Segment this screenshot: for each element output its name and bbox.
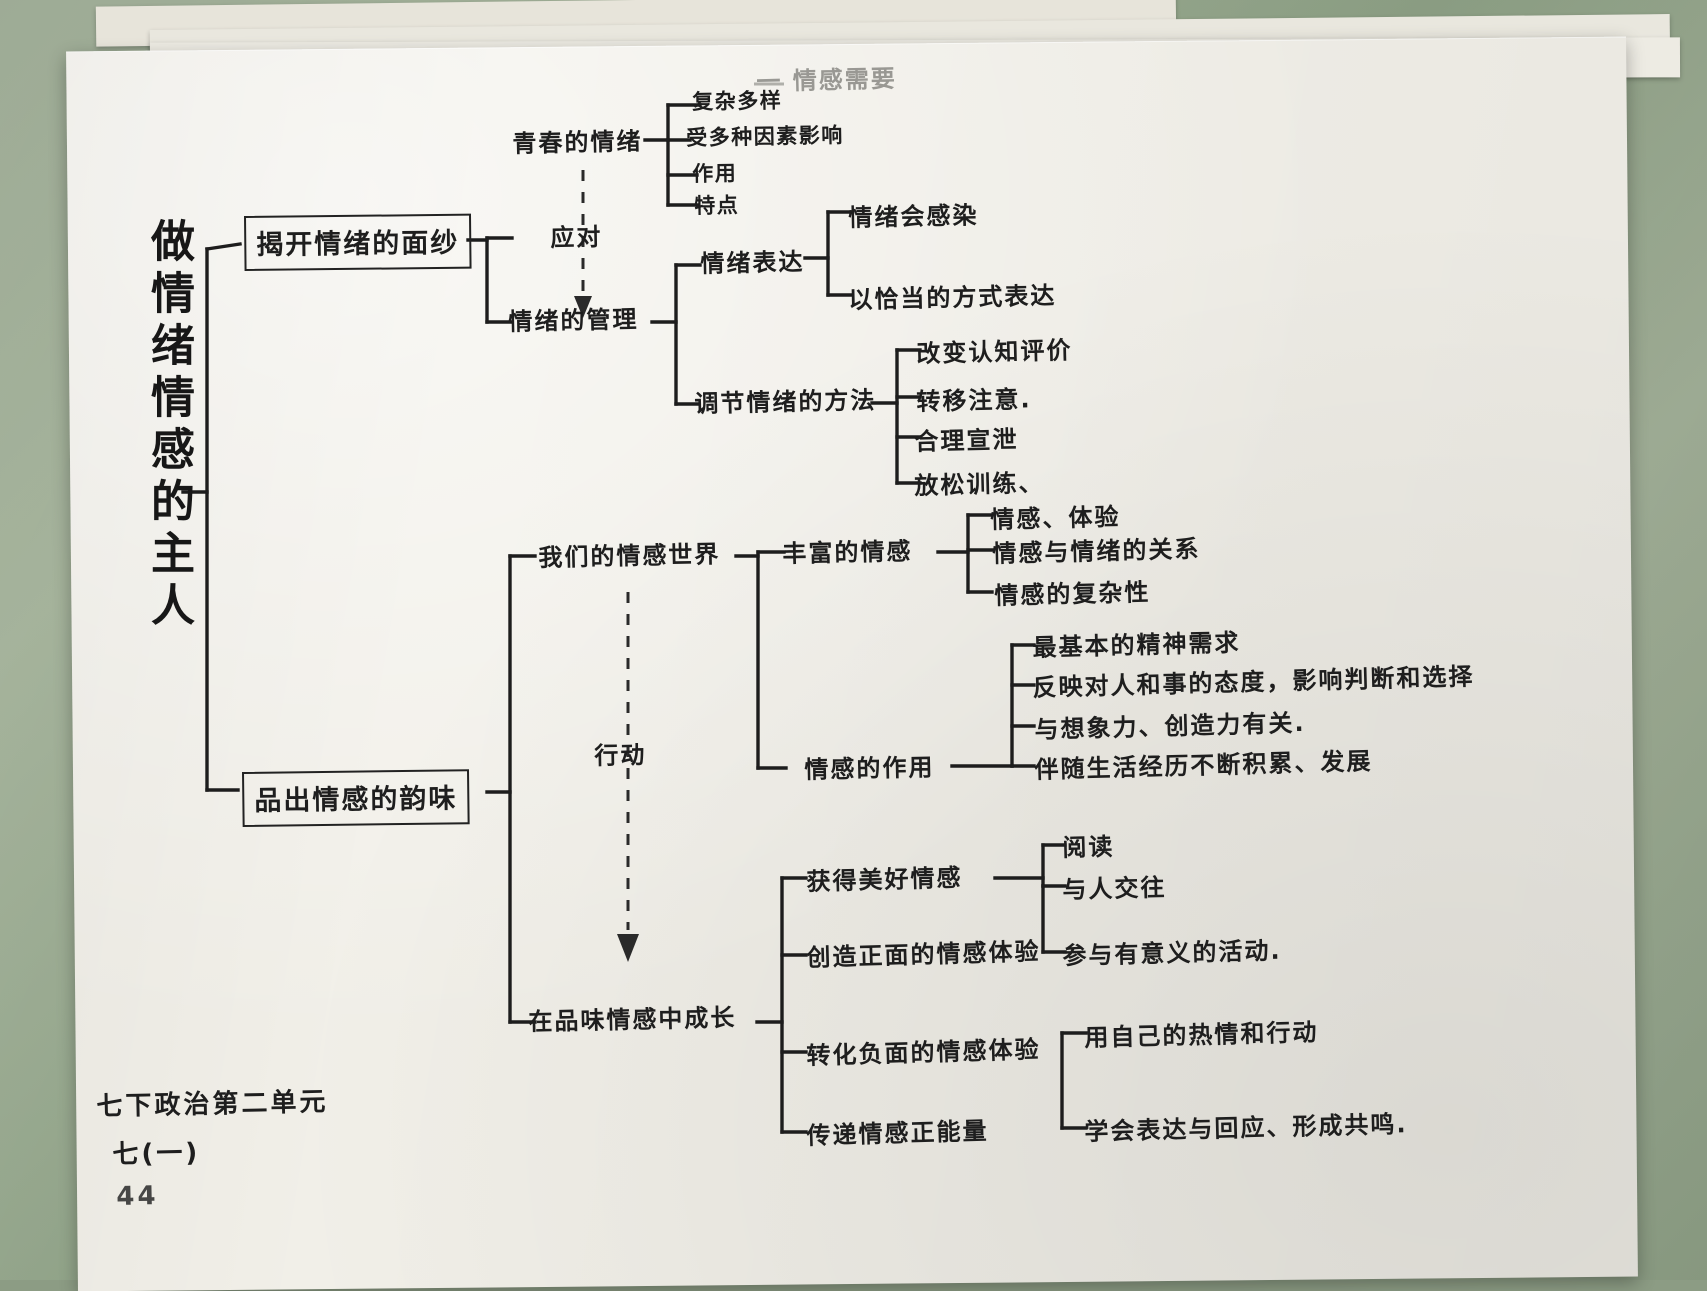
leaf-multi-factor: 受多种因素影响 bbox=[686, 123, 844, 150]
leaf-change-cognition: 改变认知评价 bbox=[916, 336, 1073, 368]
node-rich-emotions[interactable]: 丰富的情感 bbox=[782, 537, 913, 568]
footer-class: 七(一) bbox=[112, 1138, 201, 1170]
dashed-note-action: 行动 bbox=[594, 741, 647, 770]
dashed-note-coping: 应对 bbox=[550, 223, 603, 252]
node-our-emotional-world[interactable]: 我们的情感世界 bbox=[538, 540, 721, 572]
leaf-basic-spiritual-need: 最基本的精神需求 bbox=[1032, 628, 1241, 662]
leaf-meaningful-activity: 参与有意义的活动. bbox=[1062, 936, 1282, 970]
node-grow-in-emotion[interactable]: 在品味情感中成长 bbox=[528, 1003, 737, 1036]
node-transmit-positive-energy[interactable]: 传递情感正能量 bbox=[806, 1116, 989, 1150]
leaf-characteristic: 特点 bbox=[694, 193, 740, 218]
branch-2-label[interactable]: 品出情感的韵味 bbox=[242, 769, 470, 827]
leaf-emotion-feeling-relation: 情感与情绪的关系 bbox=[992, 534, 1201, 568]
leaf-complex-diverse: 复杂多样 bbox=[692, 88, 783, 114]
node-create-positive-experience[interactable]: 创造正面的情感体验 bbox=[806, 937, 1041, 972]
node-emotion-function[interactable]: 情感的作用 bbox=[804, 753, 935, 784]
leaf-relaxation-training: 放松训练、 bbox=[914, 468, 1045, 500]
node-gain-good-emotion[interactable]: 获得美好情感 bbox=[806, 863, 963, 896]
leaf-emotion-contagious: 情绪会感染 bbox=[848, 201, 979, 232]
branch-1-label[interactable]: 揭开情绪的面纱 bbox=[244, 213, 472, 271]
leaf-emotional-experience: 情感、体验 bbox=[990, 502, 1121, 534]
leaf-function: 作用 bbox=[692, 161, 738, 186]
root-topic-title: 做情绪情感的主人 bbox=[143, 218, 194, 634]
node-emotion-management[interactable]: 情绪的管理 bbox=[508, 305, 639, 336]
node-regulation-methods[interactable]: 调节情绪的方法 bbox=[694, 386, 877, 418]
leaf-interacting-with-people: 与人交往 bbox=[1062, 873, 1167, 904]
footer-number: 44 bbox=[116, 1181, 159, 1212]
leaf-reading: 阅读 bbox=[1062, 832, 1115, 862]
node-youth-emotion[interactable]: 青春的情绪 bbox=[512, 127, 643, 158]
leaf-own-passion-action: 用自己的热情和行动 bbox=[1084, 1018, 1319, 1052]
leaf-reasonable-venting: 合理宣泄 bbox=[914, 425, 1019, 456]
leaf-shift-attention: 转移注意. bbox=[916, 385, 1032, 416]
node-transform-negative-experience[interactable]: 转化负面的情感体验 bbox=[806, 1035, 1041, 1070]
leaf-emotion-complexity: 情感的复杂性 bbox=[994, 578, 1151, 610]
leaf-appropriate-expression: 以恰当的方式表达 bbox=[848, 281, 1057, 314]
footer-subject-unit: 七下政治第二单元 bbox=[96, 1087, 329, 1122]
leaf-imagination-creativity: 与想象力、创造力有关. bbox=[1034, 708, 1306, 744]
node-emotion-expression[interactable]: 情绪表达 bbox=[700, 247, 805, 278]
